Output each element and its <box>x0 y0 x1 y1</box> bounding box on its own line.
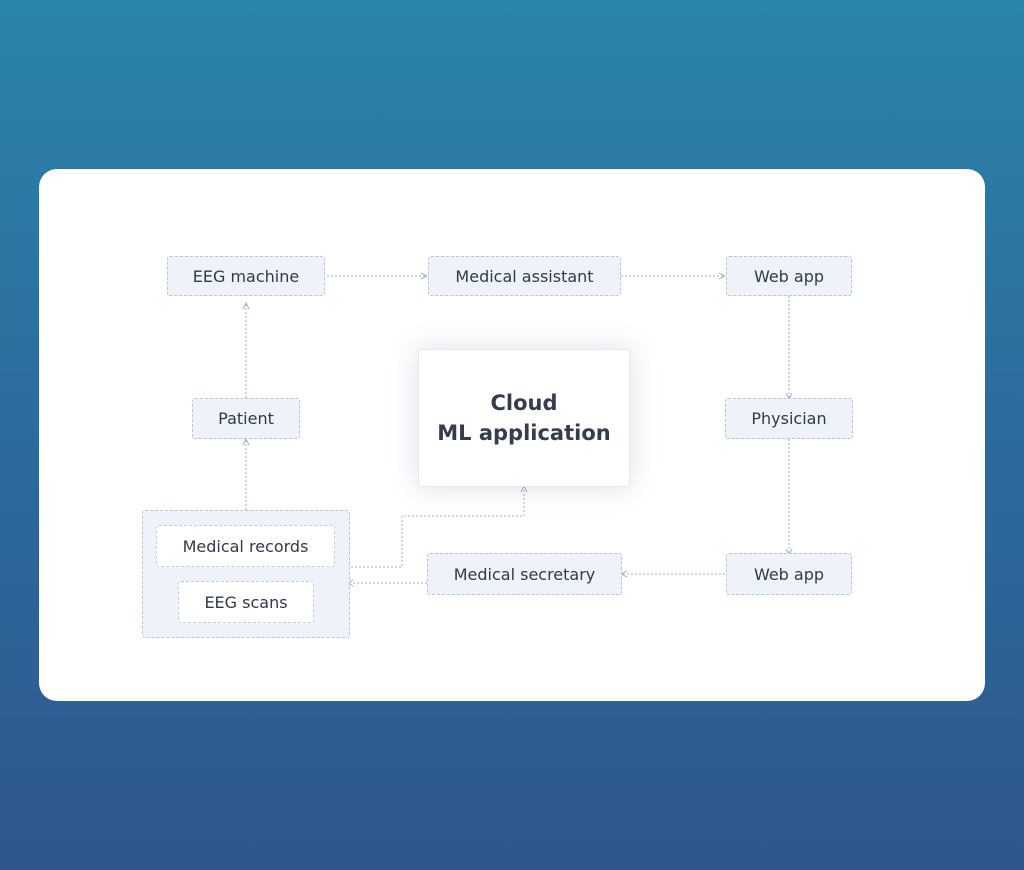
arrow-records-to-cloud <box>347 486 524 568</box>
web-app-bottom-node: Web app <box>726 553 852 595</box>
physician-node: Physician <box>725 398 853 439</box>
medical-secretary-label: Medical secretary <box>453 564 596 584</box>
medical-records-label: Medical records <box>182 536 309 556</box>
connector-layer <box>39 169 985 701</box>
cloud-ml-application-node: Cloud ML application <box>418 349 630 487</box>
medical-secretary-node: Medical secretary <box>427 553 622 595</box>
web-app-top-label: Web app <box>753 266 825 286</box>
web-app-top-node: Web app <box>726 256 852 296</box>
patient-node: Patient <box>192 398 300 439</box>
medical-assistant-node: Medical assistant <box>428 256 621 296</box>
medical-assistant-label: Medical assistant <box>455 266 594 286</box>
diagram-card: EEG machine Medical assistant Web app Pa… <box>39 169 985 701</box>
cloud-title-line1: Cloud <box>490 391 558 415</box>
eeg-scans-label: EEG scans <box>204 592 288 612</box>
cloud-title-line2: ML application <box>437 421 611 445</box>
eeg-scans-node: EEG scans <box>178 581 314 623</box>
medical-records-node: Medical records <box>156 525 335 567</box>
eeg-machine-node: EEG machine <box>167 256 325 296</box>
physician-label: Physician <box>751 409 827 428</box>
patient-label: Patient <box>218 409 274 428</box>
records-group: Medical records EEG scans <box>142 510 350 638</box>
eeg-machine-label: EEG machine <box>192 266 300 286</box>
web-app-bottom-label: Web app <box>753 564 825 584</box>
